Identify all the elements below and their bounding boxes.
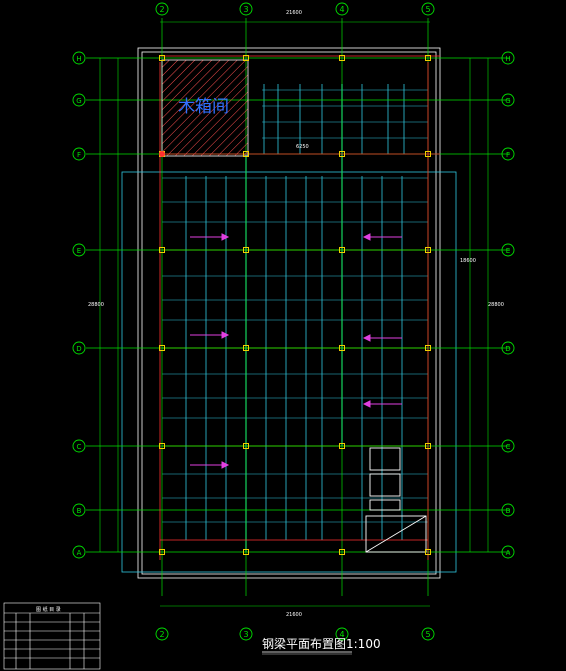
axis-bubble [72, 503, 86, 517]
axis-label-row: B [77, 507, 82, 515]
room-label: 木箱间 [178, 97, 229, 117]
hatched-room: 木箱间 [161, 59, 249, 157]
axis-label-row: G [76, 97, 81, 105]
axis-label-row: A [506, 549, 511, 557]
axis-bubble [501, 439, 515, 453]
column [339, 345, 345, 351]
axis-label-row: H [505, 55, 510, 63]
axis-label-row: C [506, 443, 511, 451]
axis-bubble [501, 545, 515, 559]
axis-bubble [335, 627, 349, 641]
title-text: 钢梁平面布置图1:100 [262, 636, 381, 651]
axis-bubble [72, 545, 86, 559]
axis-bubble [501, 93, 515, 107]
axis-label-col: 4 [339, 5, 344, 14]
column [159, 345, 165, 351]
axis-label-row: C [77, 443, 82, 451]
drawing-list-table: 图 纸 目 录 [3, 602, 101, 670]
column [243, 443, 249, 449]
column [159, 443, 165, 449]
axis-label-col: 4 [339, 630, 344, 639]
stair-area [365, 447, 427, 553]
axis-label-row: H [76, 55, 81, 63]
axis-bubble [501, 341, 515, 355]
column [425, 55, 431, 61]
dim-mid-beam: 6250 [296, 144, 309, 150]
column [243, 345, 249, 351]
axis-label-row: G [505, 97, 510, 105]
column [159, 247, 165, 253]
axis-bubble [501, 243, 515, 257]
beam-grid [121, 84, 457, 573]
axis-label-col: 3 [243, 5, 248, 14]
axis-bubble [72, 51, 86, 65]
column [243, 247, 249, 253]
building-outline [137, 47, 441, 579]
axis-label-col: 2 [159, 5, 164, 14]
axis-label-row: E [506, 247, 510, 255]
axis-bubble [421, 627, 435, 641]
axis-bubble [501, 51, 515, 65]
column [339, 55, 345, 61]
axis-bubble [239, 627, 253, 641]
column [339, 247, 345, 253]
column [339, 443, 345, 449]
dim-right-partial: 18600 [460, 258, 476, 264]
column [159, 549, 165, 555]
axis-label-col: 3 [243, 630, 248, 639]
load-arrows [190, 233, 402, 469]
axis-bubble [72, 243, 86, 257]
column [425, 151, 431, 157]
axis-label-col: 5 [425, 5, 430, 14]
axis-label-row: F [77, 151, 81, 159]
dim-bottom-total: 21600 [286, 612, 302, 618]
column [339, 151, 345, 157]
axis-label-row: E [77, 247, 81, 255]
axis-bubble [72, 93, 86, 107]
axis-bubble [155, 2, 169, 16]
column [425, 345, 431, 351]
column [243, 151, 249, 157]
column [243, 55, 249, 61]
columns [159, 55, 431, 555]
axis-label-row: D [505, 345, 510, 353]
column [425, 247, 431, 253]
column [425, 549, 431, 555]
axis-label-row: A [77, 549, 82, 557]
axis-label-col: 5 [425, 630, 430, 639]
axis-bubble [155, 627, 169, 641]
axis-bubble [72, 439, 86, 453]
axis-bubble [501, 503, 515, 517]
axis-bubble [72, 341, 86, 355]
axis-bubble [501, 147, 515, 161]
dimensions: 21600 21600 28800 28800 18600 6250 [88, 10, 504, 618]
axis-bubble [335, 2, 349, 16]
axis-label-row: F [506, 151, 510, 159]
axis-bubble [239, 2, 253, 16]
axis-bubble [72, 147, 86, 161]
dim-right-total: 28800 [488, 302, 504, 308]
dim-left-total: 28800 [88, 302, 104, 308]
column [425, 443, 431, 449]
column-marker [159, 151, 165, 157]
axis-label-row: D [76, 345, 81, 353]
axis-label-col: 2 [159, 630, 164, 639]
table-title: 图 纸 目 录 [36, 606, 61, 613]
column [243, 549, 249, 555]
axis-bubble [421, 2, 435, 16]
drawing-title: 钢梁平面布置图1:100 [262, 636, 381, 655]
column [339, 549, 345, 555]
dim-top-total: 21600 [286, 10, 302, 16]
outer-beam-frame [121, 171, 457, 573]
axis-label-row: B [506, 507, 511, 515]
column [159, 55, 165, 61]
